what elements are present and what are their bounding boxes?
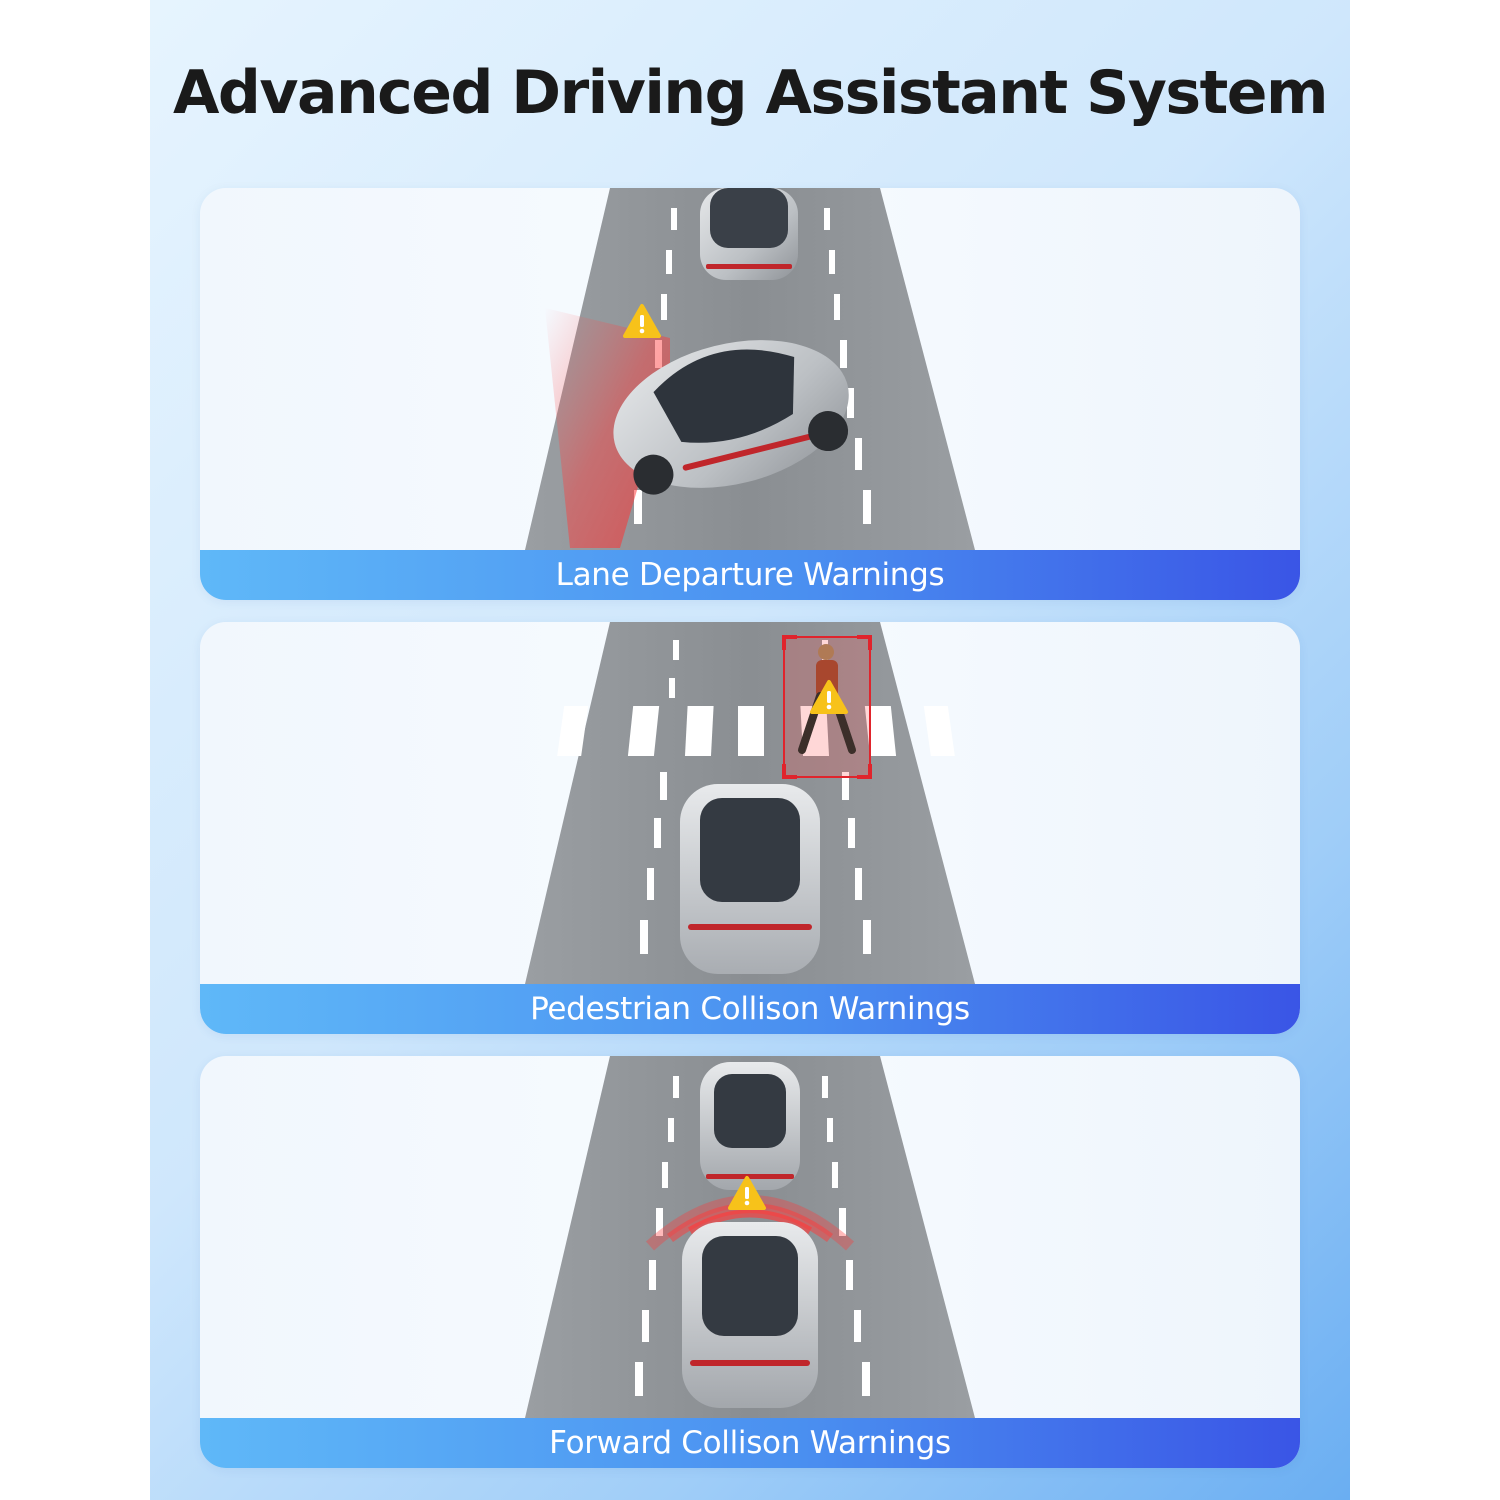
crosswalk [557, 706, 955, 756]
panel-forward-collision: Forward Collison Warnings [200, 1056, 1300, 1468]
lead-car [700, 1062, 800, 1190]
caption-forward-collision: Forward Collison Warnings [200, 1418, 1300, 1468]
pedestrian-scene [525, 622, 975, 984]
departure-alert-zone [545, 308, 670, 548]
departing-car [613, 340, 849, 495]
lane-markings [635, 1076, 870, 1396]
lead-car [700, 188, 798, 280]
lane-departure-scene [525, 188, 975, 550]
caption-pedestrian-collision: Pedestrian Collison Warnings [200, 984, 1300, 1034]
forward-collision-scene [525, 1056, 975, 1418]
caption-lane-departure: Lane Departure Warnings [200, 550, 1300, 600]
ego-car [682, 1222, 818, 1408]
panel-pedestrian-collision: Pedestrian Collison Warnings [200, 622, 1300, 1034]
page-title: Advanced Driving Assistant System [172, 58, 1329, 128]
warning-triangle-icon [728, 1176, 766, 1210]
warning-triangle-icon [810, 680, 848, 714]
panel-lane-departure: Lane Departure Warnings [200, 188, 1300, 600]
ad-frame: Advanced Driving Assistant System [150, 0, 1350, 1500]
warning-triangle-icon [623, 304, 661, 338]
ego-car [680, 784, 820, 974]
